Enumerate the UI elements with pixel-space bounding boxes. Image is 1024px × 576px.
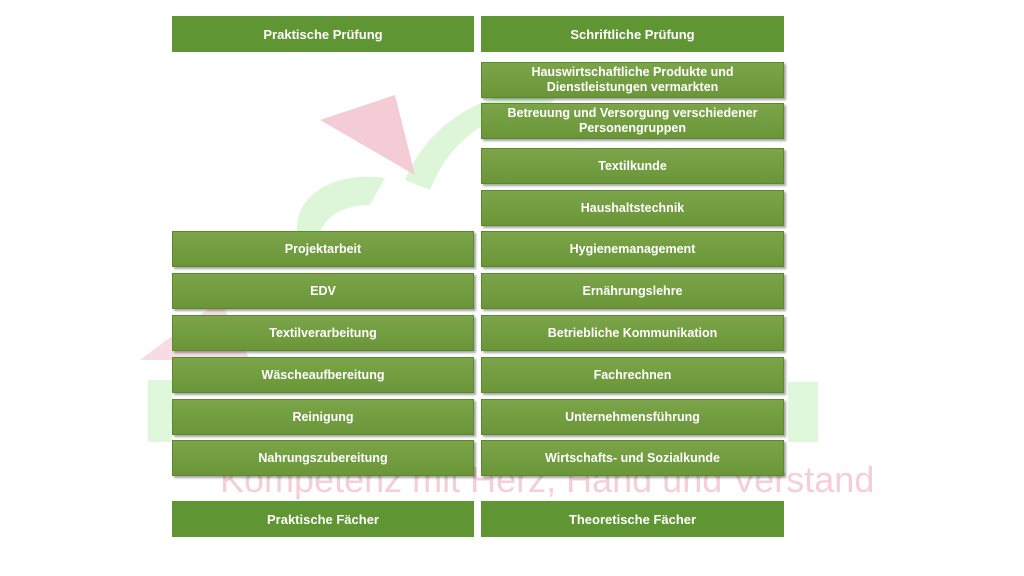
practical-subject-box: Nahrungszubereitung [172, 440, 474, 476]
footer-practical-subjects: Praktische Fächer [172, 501, 474, 537]
written-subject-box: Wirtschafts- und Sozialkunde [481, 440, 784, 476]
header-written-exam: Schriftliche Prüfung [481, 16, 784, 52]
written-subject-box: Textilkunde [481, 148, 784, 184]
practical-subject-box: EDV [172, 273, 474, 309]
written-subject-box: Haushaltstechnik [481, 190, 784, 226]
watermark-green-bar-right [788, 382, 818, 442]
practical-subject-box: Projektarbeit [172, 231, 474, 267]
written-subject-box: Unternehmensführung [481, 399, 784, 435]
practical-subject-box: Wäscheaufbereitung [172, 357, 474, 393]
watermark-green-bar [148, 380, 172, 442]
written-subject-box: Hygienemanagement [481, 231, 784, 267]
written-subject-box: Hauswirtschaftliche Produkte und Dienstl… [481, 62, 784, 98]
written-subject-box: Betriebliche Kommunikation [481, 315, 784, 351]
written-subject-box: Fachrechnen [481, 357, 784, 393]
footer-theoretical-subjects: Theoretische Fächer [481, 501, 784, 537]
header-practical-exam: Praktische Prüfung [172, 16, 474, 52]
watermark-pink-triangle [320, 95, 415, 175]
written-subject-box: Betreuung und Versorgung verschiedener P… [481, 103, 784, 139]
practical-subject-box: Reinigung [172, 399, 474, 435]
practical-subject-box: Textilverarbeitung [172, 315, 474, 351]
written-subject-box: Ernährungslehre [481, 273, 784, 309]
